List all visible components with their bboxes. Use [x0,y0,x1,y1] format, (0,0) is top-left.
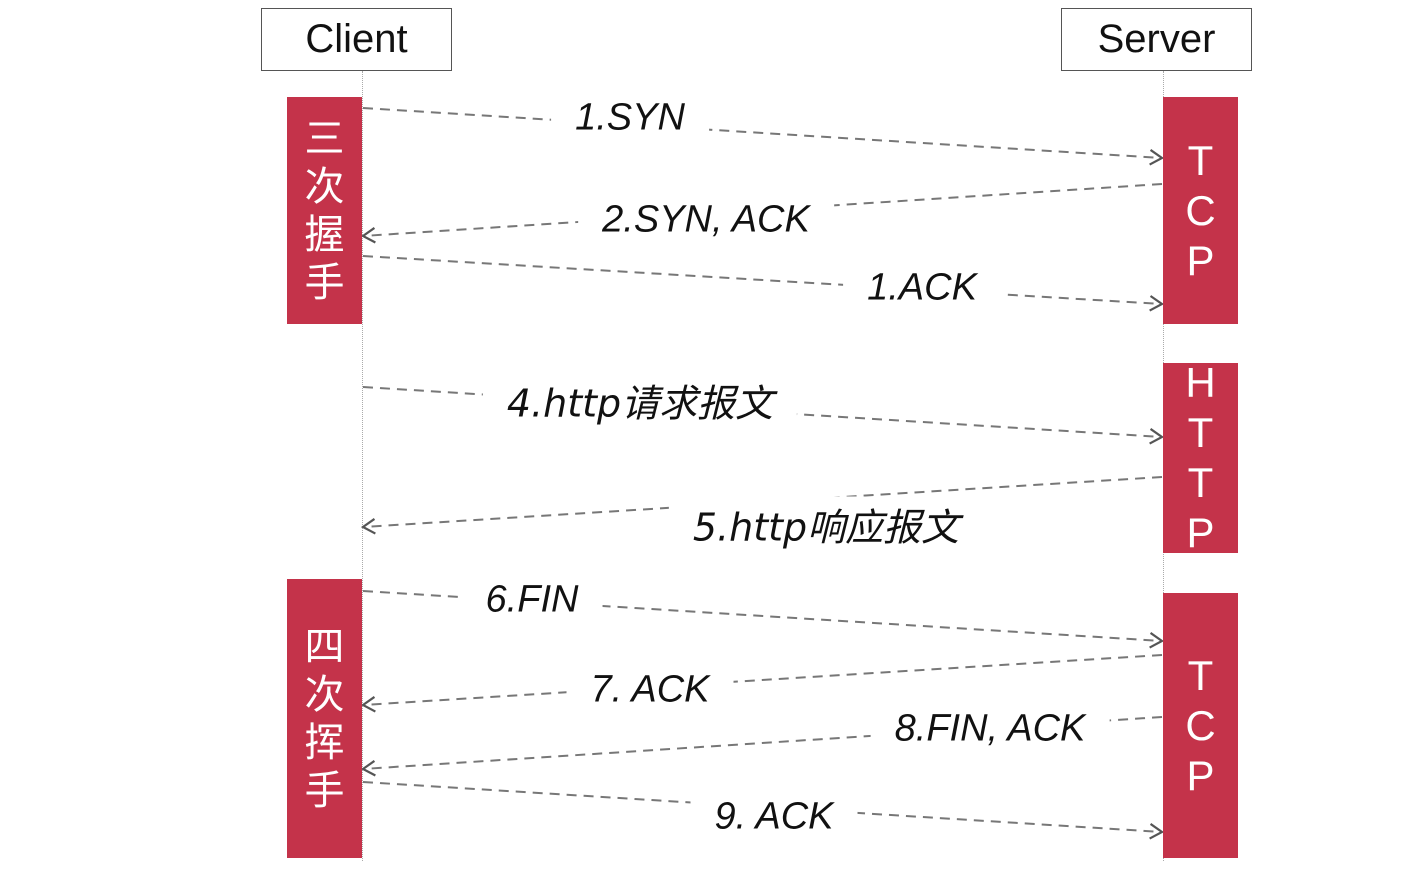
arrowhead [1149,823,1165,840]
phase-char: T [1187,459,1214,506]
phase-char: T [1187,409,1214,456]
message-label: 2.SYN, ACK [578,198,834,242]
message-arrow-line [362,107,1163,159]
phase-char: T [1187,651,1214,699]
message-label: 5.http响应报文 [668,496,984,552]
phase-char: 手 [304,767,345,814]
message-label: 1.SYN [551,96,709,140]
phase-char: P [1186,236,1215,284]
phase-char: H [1185,359,1216,406]
message-label: 8.FIN, ACK [870,707,1110,751]
server-actor-label: Server [1097,17,1216,61]
phase-char: P [1186,751,1215,799]
phase-char: 握 [304,211,345,258]
phase-char: 手 [304,259,345,306]
arrowhead [360,696,376,713]
client-actor-label: Client [305,17,408,61]
server-actor-box: Server [1061,8,1252,71]
arrowhead [1149,632,1165,649]
message-arrow-line [362,716,1163,770]
arrowhead [1149,428,1165,445]
phase-char: 三 [304,115,345,162]
phase-char: P [1186,509,1215,556]
phase-char: 四 [304,623,345,670]
message-label: 7. ACK [566,668,734,712]
phase-char: 次 [304,163,345,210]
phase-char: T [1187,136,1214,184]
client-actor-box: Client [261,8,452,71]
four-way-wave-block: 四次挥手 [287,579,362,858]
arrowhead [360,227,376,244]
message-arrow-line [362,654,1163,706]
arrowhead [1149,295,1165,312]
message-label: 9. ACK [690,795,858,839]
client-lifeline [362,71,363,861]
message-label: 1.ACK [843,266,1001,310]
three-way-handshake-block: 三次握手 [287,97,362,324]
arrowhead [360,518,376,535]
arrowhead [360,760,376,777]
message-label: 4.http请求报文 [482,372,798,428]
message-arrow-line [362,255,1163,305]
phase-char: C [1185,701,1216,749]
phase-char: C [1185,186,1216,234]
arrowhead [1149,149,1165,166]
phase-char: 挥 [304,719,345,766]
phase-char: 次 [304,671,345,718]
message-arrow-line [362,590,1163,642]
message-label: 6.FIN [461,578,603,622]
